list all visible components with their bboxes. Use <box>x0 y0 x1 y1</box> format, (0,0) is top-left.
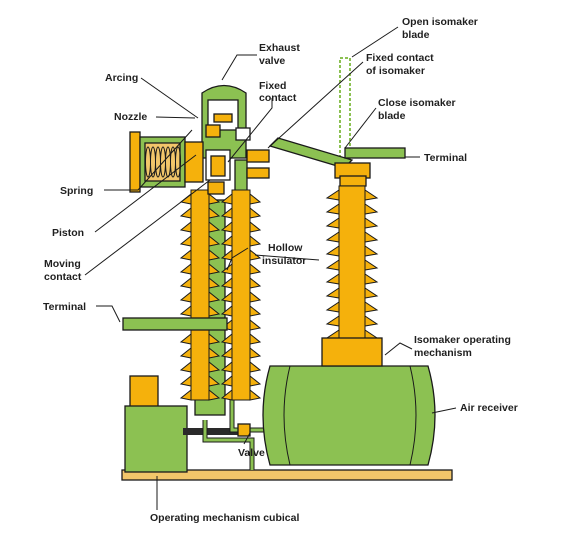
label-air-receiver: Air receiver <box>460 402 518 414</box>
label-hollow-insulator-1: Hollow <box>268 242 303 254</box>
label-fixed-contact-isomaker-2: of isomaker <box>366 65 425 77</box>
operating-mechanism-cubical <box>124 375 245 473</box>
base-plate <box>121 469 453 481</box>
label-operating-mechanism-cubical: Operating mechanism cubical <box>150 512 299 524</box>
leader-lines <box>84 26 457 510</box>
isomaker-assembly <box>268 57 406 367</box>
breaker-assembly <box>122 84 270 416</box>
label-open-isomaker-blade-1: Open isomaker <box>402 16 478 28</box>
label-terminal-left: Terminal <box>43 301 86 313</box>
label-close-isomaker-blade-1: Close isomaker <box>378 97 456 109</box>
hollow-insulator-right <box>220 189 262 401</box>
label-isomaker-operating-mechanism-2: mechanism <box>414 347 472 359</box>
label-arcing: Arcing <box>105 72 138 84</box>
valve-pipes <box>202 395 268 470</box>
label-open-isomaker-blade-2: blade <box>402 29 430 41</box>
air-receiver-tank <box>262 365 436 466</box>
label-nozzle: Nozzle <box>114 111 147 123</box>
label-terminal-right: Terminal <box>424 152 467 164</box>
label-fixed-contact-isomaker-1: Fixed contact <box>366 52 434 64</box>
label-hollow-insulator-2: insulator <box>262 255 306 267</box>
label-fixed-contact-2: contact <box>259 92 297 104</box>
label-isomaker-operating-mechanism-1: Isomaker operating <box>414 334 511 346</box>
label-spring: Spring <box>60 185 93 197</box>
spring-coils <box>145 146 181 178</box>
label-fixed-contact-1: Fixed <box>259 80 286 92</box>
label-piston: Piston <box>52 227 84 239</box>
label-exhaust-valve-1: Exhaust <box>259 42 300 54</box>
label-exhaust-valve-2: valve <box>259 55 285 67</box>
isomaker-insulator <box>325 185 379 341</box>
labels: Open isomaker blade Exhaust valve Fixed … <box>43 16 518 524</box>
label-close-isomaker-blade-2: blade <box>378 110 406 122</box>
label-moving-contact-2: contact <box>44 271 82 283</box>
label-valve: Valve <box>238 447 265 459</box>
label-moving-contact-1: Moving <box>44 258 81 270</box>
